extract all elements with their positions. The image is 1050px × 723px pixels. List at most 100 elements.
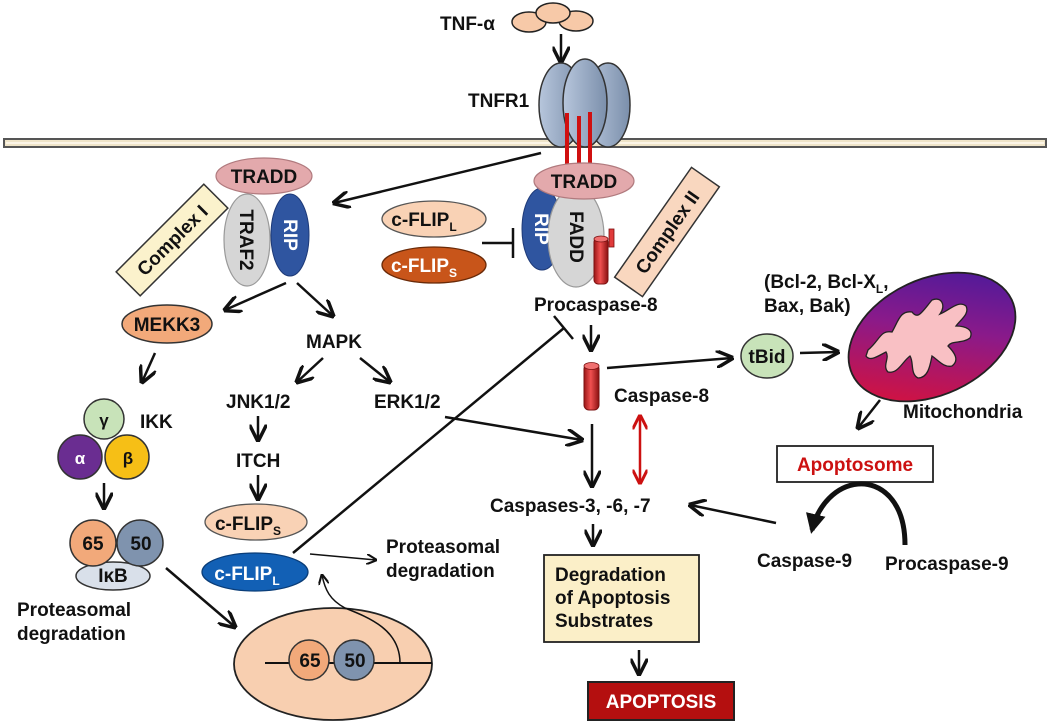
mekk3-label: MEKK3	[134, 315, 201, 336]
p65-label: 65	[82, 534, 104, 555]
c-flip-s-bottom-subscript: S	[273, 524, 281, 538]
ikk-alpha	[57, 434, 103, 480]
degradation-line1: Degradation	[555, 565, 666, 586]
c-flip-s-top: c-FLIPS	[381, 246, 487, 284]
tradd-right-label: TRADD	[551, 172, 618, 193]
c-flip-s-top-subscript: S	[449, 266, 457, 280]
mitochondria-label: Mitochondria	[903, 402, 1023, 423]
nucleus-p65	[288, 639, 330, 681]
proteasomal-left-line2: degradation	[17, 624, 126, 645]
svg-text:c-FLIPL: c-FLIPL	[391, 210, 456, 234]
svg-text:c-FLIPS: c-FLIPS	[215, 514, 281, 538]
traf2-label: TRAF2	[235, 209, 256, 270]
c-flip-s-top-label: c-FLIP	[391, 256, 449, 277]
svg-text:(Bcl-2, Bcl-XL,: (Bcl-2, Bcl-XL,	[764, 272, 889, 296]
ikk-beta	[104, 434, 150, 480]
arrow-erk-to-caspases	[444, 415, 582, 440]
tradd-left-label: TRADD	[231, 167, 298, 188]
arrow-to-complex-i	[334, 151, 542, 203]
apoptosome-box	[776, 445, 934, 483]
nucleus-p50-label: 50	[344, 651, 365, 672]
c-flip-l-bottom: c-FLIPL	[201, 552, 309, 592]
nfkb-ikb-complex	[69, 519, 164, 591]
arrow-mapk-to-erk	[359, 357, 390, 382]
apoptosis-label: APOPTOSIS	[606, 692, 717, 713]
tnf-alpha-ligand	[511, 2, 594, 33]
arrow-to-mapk	[296, 282, 333, 316]
erk-label: ERK1/2	[374, 392, 441, 413]
arrow-mekk3-to-ikk	[142, 352, 155, 382]
tbid-node	[740, 333, 794, 379]
inhibit-flip-to-procaspase-8	[292, 315, 574, 554]
bcl-family-comma: ,	[883, 272, 888, 293]
mitochondria	[847, 271, 1017, 403]
complex-i-label: Complex I	[134, 202, 213, 281]
proteasomal-left-line1: Proteasomal	[17, 600, 131, 621]
ikk-alpha-label: α	[75, 449, 86, 468]
arrow-caspase8-to-tbid	[606, 358, 732, 370]
bcl-family-line1: (Bcl-2, Bcl-X	[764, 272, 876, 293]
procaspase-9-label: Procaspase-9	[885, 554, 1009, 575]
tbid-label: tBid	[749, 347, 786, 368]
p65	[69, 519, 117, 567]
ikb	[75, 561, 151, 591]
degradation-box	[543, 554, 700, 643]
ikb-label: IκB	[98, 566, 128, 587]
degradation-line3: Substrates	[555, 611, 653, 632]
caspase-8-cylinder	[583, 362, 600, 411]
tnfr1-label: TNFR1	[468, 91, 530, 112]
inhibit-flip-to-complex-ii	[482, 228, 515, 258]
arrow-to-mekk3	[225, 281, 287, 310]
mapk-label: MAPK	[306, 332, 362, 353]
apoptosome-label: Apoptosome	[797, 455, 913, 476]
mekk3-node	[121, 304, 213, 344]
arrow-mitochondria-to-apoptosome	[858, 399, 881, 428]
ikk-beta-label: β	[123, 449, 133, 468]
caspases-3-6-7-label: Caspases-3, -6, -7	[490, 496, 651, 517]
bcl-xl-subscript: L	[876, 282, 883, 296]
itch-label: ITCH	[236, 451, 280, 472]
svg-text:c-FLIPS: c-FLIPS	[391, 256, 457, 280]
degradation-line2: of Apoptosis	[555, 588, 670, 609]
ikk-complex	[57, 398, 150, 480]
nucleus	[233, 575, 433, 721]
arrow-flip-to-degradation	[309, 553, 376, 560]
rip-left-label: RIP	[279, 219, 300, 251]
arrow-caspase9-to-caspases	[690, 505, 777, 525]
proteasomal-mid-line1: Proteasomal	[386, 537, 500, 558]
arrow-mapk-to-jnk	[297, 357, 324, 382]
arrow-nucleus-to-flip	[322, 575, 401, 664]
rip-right-label: RIP	[530, 213, 551, 245]
cell-membrane	[3, 138, 1047, 148]
fadd-label: FADD	[565, 211, 586, 263]
proteasomal-mid-line1: degradation	[386, 561, 495, 582]
ikk-label: IKK	[140, 412, 173, 433]
c-flip-l-top-label: c-FLIP	[391, 210, 449, 231]
complex-ii	[521, 162, 635, 288]
c-flip-s-bottom: c-FLIPS	[204, 503, 308, 541]
jnk-label: JNK1/2	[226, 392, 290, 413]
caspase-8-label: Caspase-8	[614, 386, 709, 407]
c-flip-s-bottom-label: c-FLIP	[215, 514, 273, 535]
c-flip-l-top: c-FLIPL	[381, 200, 487, 238]
p50	[116, 519, 164, 567]
ikk-gamma	[83, 398, 125, 440]
bcl-family-line2: Bax, Bak)	[764, 296, 851, 317]
nucleus-p50	[333, 639, 375, 681]
tnf-alpha-label: TNF-α	[440, 14, 495, 35]
caspase-9-label: Caspase-9	[757, 551, 852, 572]
arrow-nfkb-to-nucleus	[165, 567, 235, 627]
nucleus-p65-label: 65	[299, 651, 321, 672]
procaspase-8-label: Procaspase-8	[534, 295, 658, 316]
ikk-gamma-label: γ	[99, 411, 109, 430]
tnfr1-receptor	[538, 58, 631, 170]
c-flip-l-bottom-label: c-FLIP	[214, 564, 272, 585]
arrow-procaspase9-to-caspase9	[806, 481, 908, 546]
apoptosis-box	[587, 681, 735, 721]
complex-i	[215, 157, 313, 287]
p50-label: 50	[130, 534, 151, 555]
complex-i-box: Complex I	[115, 183, 229, 297]
c-flip-l-bottom-subscript: L	[272, 574, 279, 588]
svg-text:c-FLIPL: c-FLIPL	[214, 564, 279, 588]
